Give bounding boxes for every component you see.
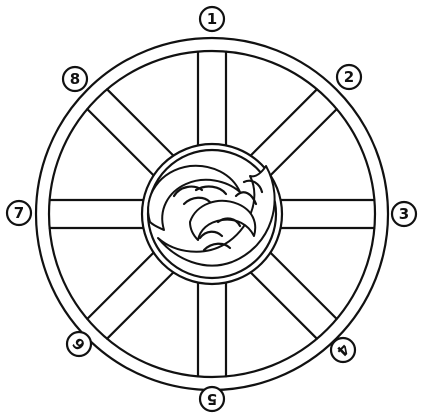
marker-5: 5 — [200, 387, 224, 411]
marker-7: 7 — [7, 201, 31, 225]
marker-5-label: 5 — [207, 390, 217, 408]
marker-8-label: 8 — [70, 70, 80, 88]
marker-8: 8 — [63, 67, 87, 91]
gankyil-swirl-icon — [148, 166, 274, 266]
marker-1: 1 — [200, 7, 224, 31]
spoke-4-edge — [270, 253, 336, 319]
marker-3-label: 3 — [399, 205, 409, 223]
spoke-8-edge — [107, 89, 173, 155]
marker-2: 2 — [337, 65, 361, 89]
spoke-8-edge — [87, 109, 153, 175]
marker-4: 4 — [331, 338, 355, 362]
spoke-6-edge — [107, 272, 173, 338]
marker-3: 3 — [392, 202, 416, 226]
marker-6: 6 — [67, 332, 91, 356]
spoke-2-edge — [270, 109, 336, 175]
spoke-2-edge — [251, 89, 317, 155]
spoke-6-edge — [87, 253, 153, 319]
marker-2-label: 2 — [344, 68, 354, 86]
marker-7-label: 7 — [14, 204, 24, 222]
spoke-4-edge — [251, 272, 317, 338]
marker-1-label: 1 — [207, 10, 217, 28]
